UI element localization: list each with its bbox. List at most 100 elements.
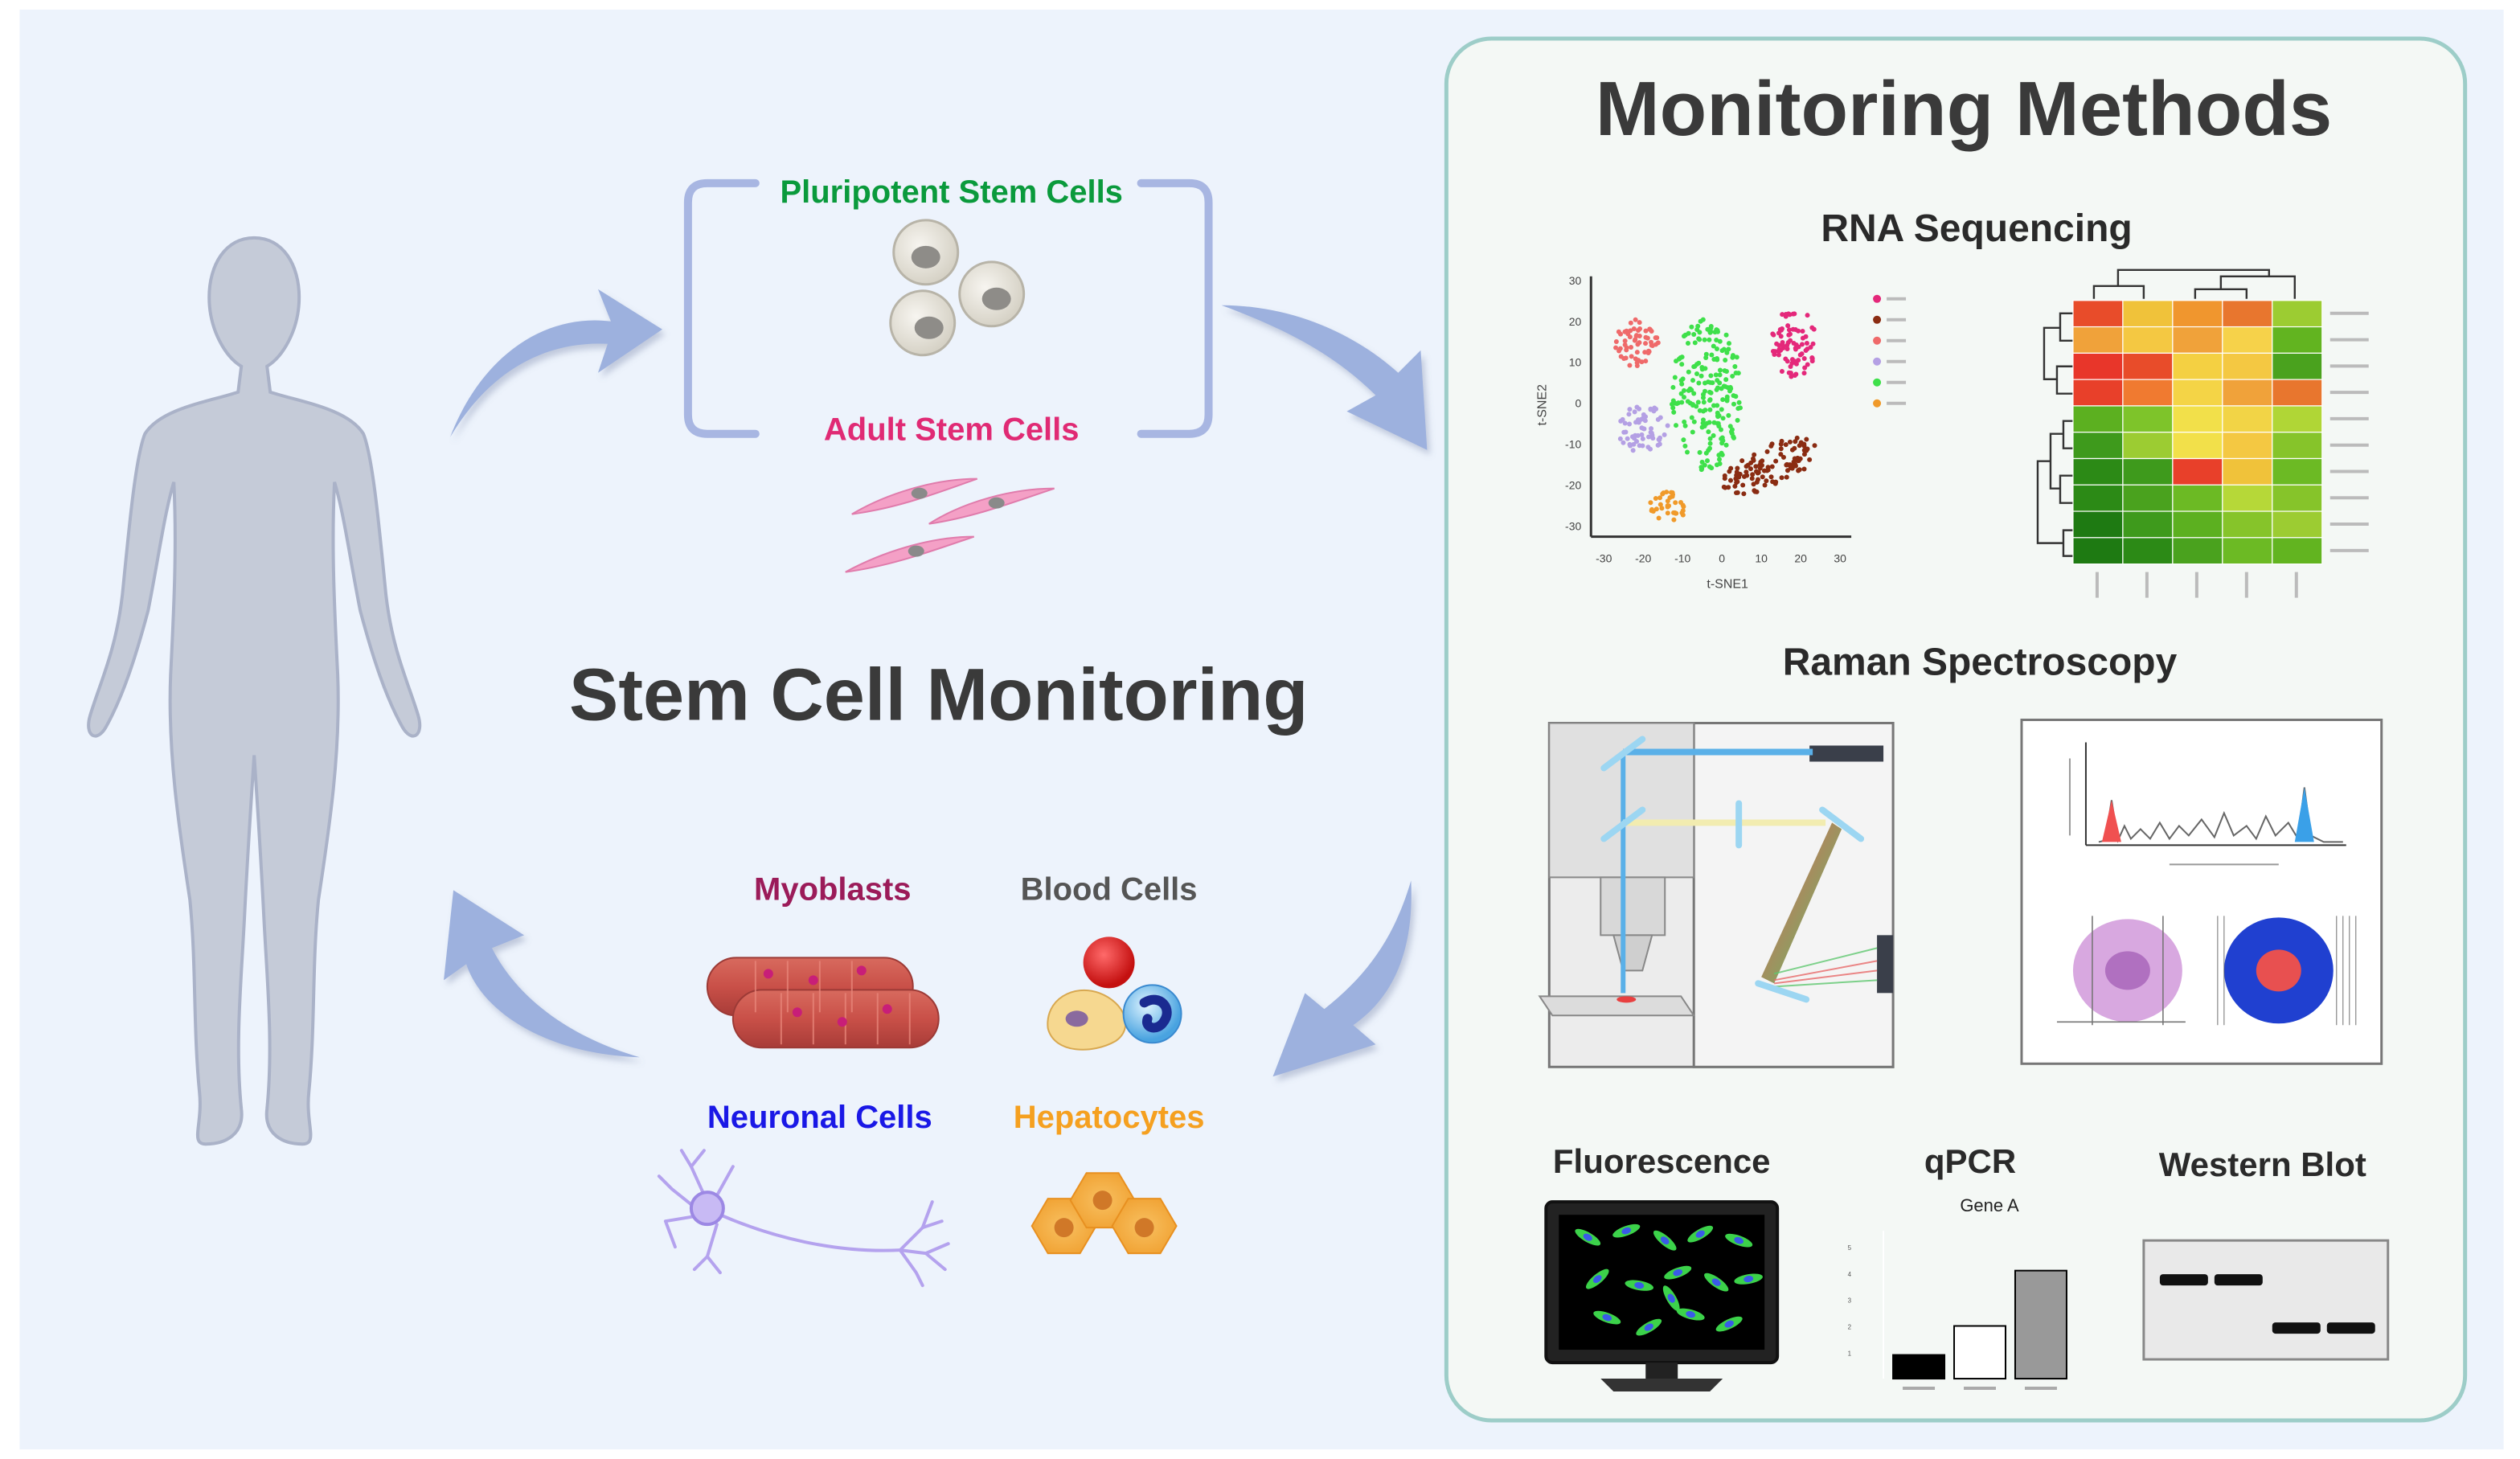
tsne-point [1721, 383, 1727, 389]
fluorescence-monitor [1544, 1200, 1780, 1392]
tsne-point [1809, 355, 1815, 360]
tsne-point [1804, 340, 1809, 346]
tsne-point [1655, 442, 1661, 448]
fluorescent-cell [1636, 1318, 1662, 1336]
tsne-point [1734, 355, 1739, 360]
tsne-point [1622, 338, 1628, 343]
stem-cell-bracket [683, 178, 1213, 438]
tsne-point [1778, 441, 1784, 447]
pluripotent-cells [889, 219, 1026, 357]
tsne-point [1778, 446, 1784, 452]
tsne-point [1687, 400, 1693, 406]
tsne-point [1721, 484, 1727, 490]
heatmap-cell [2222, 379, 2273, 407]
tsne-point [1700, 408, 1706, 414]
tsne-point [1717, 380, 1723, 386]
tsne-point [1659, 506, 1665, 511]
qpcr-bar [1892, 1354, 1946, 1380]
tsne-legend-swatch [1873, 294, 1882, 303]
tsne-point [1626, 412, 1632, 417]
tsne-point [1719, 452, 1725, 457]
tsne-point [1701, 400, 1707, 405]
tsne-point [1702, 380, 1707, 386]
tsne-point [1726, 412, 1731, 418]
qpcr-y-tick: 2 [1848, 1323, 1852, 1330]
tsne-point [1656, 515, 1662, 521]
heatmap-cell [2122, 326, 2174, 354]
tsne-point [1733, 394, 1739, 400]
heatmap-cell [2172, 352, 2223, 380]
heatmap-cell [2072, 432, 2124, 460]
heatmap-cell [2172, 300, 2223, 328]
tsne-point [1678, 378, 1684, 383]
tsne-point [1780, 454, 1786, 460]
main-title: Stem Cell Monitoring [569, 654, 1308, 736]
tsne-point [1621, 429, 1627, 435]
qpcr-y-tick: 4 [1848, 1271, 1852, 1278]
tsne-point [1780, 342, 1785, 348]
tsne-point [1639, 425, 1645, 431]
tsne-point [1657, 415, 1663, 420]
qpcr-y-tick: 5 [1848, 1244, 1852, 1252]
tsne-point [1691, 331, 1697, 337]
tsne-legend-swatch [1873, 315, 1882, 324]
tsne-point [1785, 323, 1791, 329]
tsne-point [1776, 342, 1782, 348]
tsne-point [1690, 429, 1695, 435]
tsne-point [1650, 436, 1656, 441]
heatmap-cell [2272, 352, 2323, 380]
tsne-point [1622, 420, 1628, 426]
tsne-point [1613, 345, 1619, 350]
heatmap-cell [2172, 457, 2223, 486]
tsne-point [1627, 421, 1633, 427]
tsne-point [1629, 354, 1634, 359]
tsne-point [1633, 337, 1638, 342]
heatmap-cell [2122, 537, 2174, 565]
tsne-point [1696, 336, 1702, 342]
tsne-point [1731, 435, 1736, 441]
tsne-point [1637, 320, 1642, 326]
tsne-point [1627, 407, 1633, 412]
pluripotent-label: Pluripotent Stem Cells [781, 174, 1123, 210]
tsne-point [1623, 355, 1629, 361]
tsne-point [1681, 504, 1686, 510]
tsne-point [1632, 436, 1637, 441]
tsne-point [1772, 349, 1778, 355]
tsne-point [1760, 474, 1765, 480]
tsne-point [1679, 362, 1685, 367]
tsne-point [1786, 327, 1792, 333]
heatmap-cell [2272, 484, 2323, 512]
tsne-point [1801, 452, 1807, 457]
tsne-point [1700, 391, 1706, 397]
qpcr-chart-title: Gene A [1960, 1195, 2019, 1215]
heatmap-cell [2222, 326, 2273, 354]
tsne-point [1699, 459, 1705, 465]
tsne-point [1752, 488, 1757, 494]
tsne-point [1630, 448, 1636, 453]
tsne-point [1691, 391, 1697, 396]
heatmap-cell [2272, 300, 2323, 328]
arrow-to-stem-cells [450, 289, 662, 437]
heatmap-cell [2122, 457, 2174, 486]
myoblasts-illustration [706, 957, 940, 1049]
fluorescent-cell [1625, 1280, 1653, 1291]
tsne-point [1682, 332, 1688, 338]
tsne-point [1637, 333, 1642, 338]
tsne-point [1731, 401, 1736, 407]
tsne-point [1631, 441, 1637, 447]
heatmap-cell [2122, 379, 2174, 407]
heatmap-cell [2272, 432, 2323, 460]
tsne-point [1794, 435, 1800, 441]
heatmap-cell [2222, 352, 2273, 380]
tsne-point [1672, 375, 1678, 380]
tsne-point [1778, 452, 1784, 457]
heatmap-cell [2172, 379, 2223, 407]
tsne-legend-swatch [1873, 378, 1882, 387]
tsne-point [1799, 342, 1805, 347]
heatmap [2036, 268, 2369, 598]
tsne-point [1657, 437, 1662, 443]
tsne-point [1665, 423, 1670, 428]
fluorescence-label: Fluorescence [1553, 1142, 1771, 1180]
myoblasts-label: Myoblasts [754, 871, 911, 907]
